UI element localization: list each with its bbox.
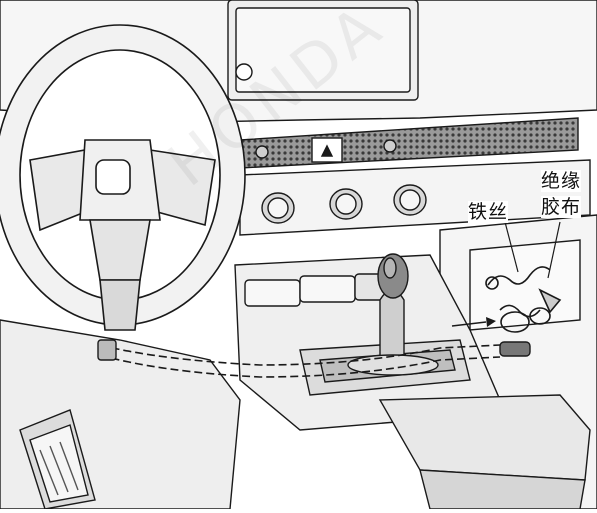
wire-label: 铁丝 (468, 201, 508, 223)
knee-panel (0, 320, 240, 509)
insulating-tape-label-line2: 胶布 (541, 196, 581, 218)
insulating-tape-label-line1: 绝缘 (541, 170, 581, 192)
